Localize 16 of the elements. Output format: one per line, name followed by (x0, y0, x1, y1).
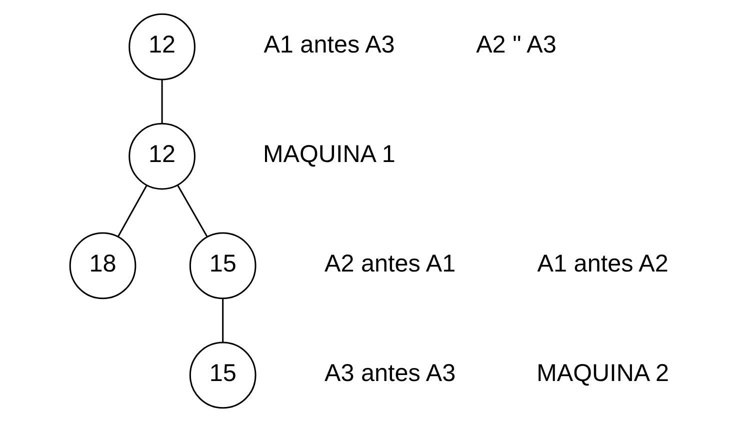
connector (117, 184, 147, 237)
connector (160, 80, 162, 124)
node-circle: 15 (188, 342, 256, 409)
label: MAQUINA 2 (536, 360, 669, 387)
node-circle: 12 (128, 13, 195, 80)
label: A1 antes A2 (536, 250, 668, 278)
label: MAQUINA 1 (262, 141, 395, 168)
connector (222, 298, 224, 342)
label: A3 antes A3 (324, 360, 456, 387)
label: A2 antes A1 (324, 250, 456, 278)
label: A1 antes A3 (263, 32, 394, 59)
label: A2 " A3 (476, 32, 556, 59)
node-circle: 18 (68, 232, 136, 300)
node-circle: 15 (188, 232, 256, 300)
node-circle: 12 (128, 122, 195, 190)
connector (176, 184, 208, 237)
